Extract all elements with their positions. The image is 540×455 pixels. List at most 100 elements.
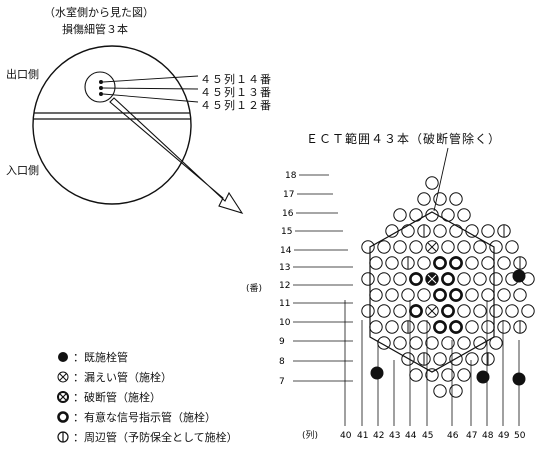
tube (385, 224, 399, 238)
tube (449, 384, 463, 398)
legend-crossed-bold-circle-icon (57, 391, 69, 403)
row-number: 10 (279, 318, 291, 328)
tube (441, 368, 455, 382)
tube (465, 320, 479, 334)
row-number: 9 (279, 337, 285, 347)
tube (425, 240, 439, 254)
bold-tube (433, 288, 447, 302)
tube (513, 288, 527, 302)
legend-label: ：破断管（施栓） (73, 391, 161, 404)
column-number: 47 (466, 431, 477, 441)
tube (409, 208, 423, 222)
column-number: 40 (340, 431, 352, 441)
left-caption-2: 損傷細管３本 (62, 23, 128, 36)
tube (409, 368, 423, 382)
legend-leak: ：漏えい管（施栓） (56, 369, 172, 385)
tube (377, 336, 391, 350)
tube (481, 320, 495, 334)
plugged-tube (512, 269, 526, 283)
tube (497, 320, 511, 334)
leak-cross-mark (427, 242, 437, 252)
tube (417, 352, 431, 366)
bold-tube (433, 256, 447, 270)
legend-bold-circle-icon (57, 411, 69, 423)
tube (489, 304, 503, 318)
leak-cross-mark (427, 306, 437, 316)
tube (393, 208, 407, 222)
row-number: 13 (279, 263, 290, 273)
bold-tube (433, 320, 447, 334)
tube (457, 208, 471, 222)
tube (457, 240, 471, 254)
tube (513, 256, 527, 270)
tube (369, 288, 383, 302)
tube (425, 336, 439, 350)
tube (401, 224, 415, 238)
plugged-tube (370, 366, 384, 380)
ect-range-label: ＥＣＴ範囲４３本（破断管除く） (306, 132, 502, 146)
column-number: 43 (389, 431, 400, 441)
bold-tube (441, 304, 455, 318)
tube (361, 272, 375, 286)
tube (385, 288, 399, 302)
tube (401, 288, 415, 302)
ect-leader-line (433, 147, 449, 212)
legend-label: ：有意な信号指示管（施栓） (73, 411, 216, 424)
tube (489, 240, 503, 254)
tube (385, 320, 399, 334)
tube (473, 304, 487, 318)
legend-peripheral: ：周辺管（予防保全として施栓） (56, 429, 238, 445)
tube (481, 352, 495, 366)
tube (441, 240, 455, 254)
tube (449, 192, 463, 206)
column-number: 44 (405, 431, 417, 441)
tube (425, 272, 439, 286)
tube (361, 304, 375, 318)
column-number: 49 (498, 431, 510, 441)
column-number: 48 (482, 431, 494, 441)
legend-label: ：既施栓管 (73, 351, 128, 364)
tube (393, 240, 407, 254)
tube (369, 256, 383, 270)
tube (457, 336, 471, 350)
outlet-label: 出口側 (6, 68, 39, 81)
tube (433, 352, 447, 366)
tube (473, 240, 487, 254)
row-number: 11 (279, 299, 290, 309)
tube (481, 224, 495, 238)
tube (433, 192, 447, 206)
zoom-circle (84, 71, 116, 103)
tube (505, 240, 519, 254)
tube (377, 272, 391, 286)
tube (449, 224, 463, 238)
column-number: 42 (373, 431, 384, 441)
tube (497, 224, 511, 238)
plugged-tube (476, 370, 490, 384)
tube (497, 256, 511, 270)
ect-range-hexagon (369, 211, 495, 373)
tube (377, 240, 391, 254)
expansion-arrow (109, 97, 244, 214)
tube (409, 336, 423, 350)
legend-slashed-circle-icon (57, 431, 69, 443)
tube (417, 224, 431, 238)
tube (417, 320, 431, 334)
row-number: 18 (285, 171, 297, 181)
column-number: 50 (514, 431, 526, 441)
legend-crossed-circle-icon (57, 371, 69, 383)
row-number: 12 (279, 281, 290, 291)
tube (465, 288, 479, 302)
bold-tube (409, 304, 423, 318)
tube (481, 256, 495, 270)
tube (457, 304, 471, 318)
tube (465, 352, 479, 366)
tube (449, 352, 463, 366)
tube (425, 304, 439, 318)
tube (417, 192, 431, 206)
tube (489, 336, 503, 350)
legend-plugged: ：既施栓管 (56, 349, 128, 365)
tube (409, 240, 423, 254)
tube (401, 352, 415, 366)
tube (393, 304, 407, 318)
tube-sheet-circle (32, 45, 192, 205)
